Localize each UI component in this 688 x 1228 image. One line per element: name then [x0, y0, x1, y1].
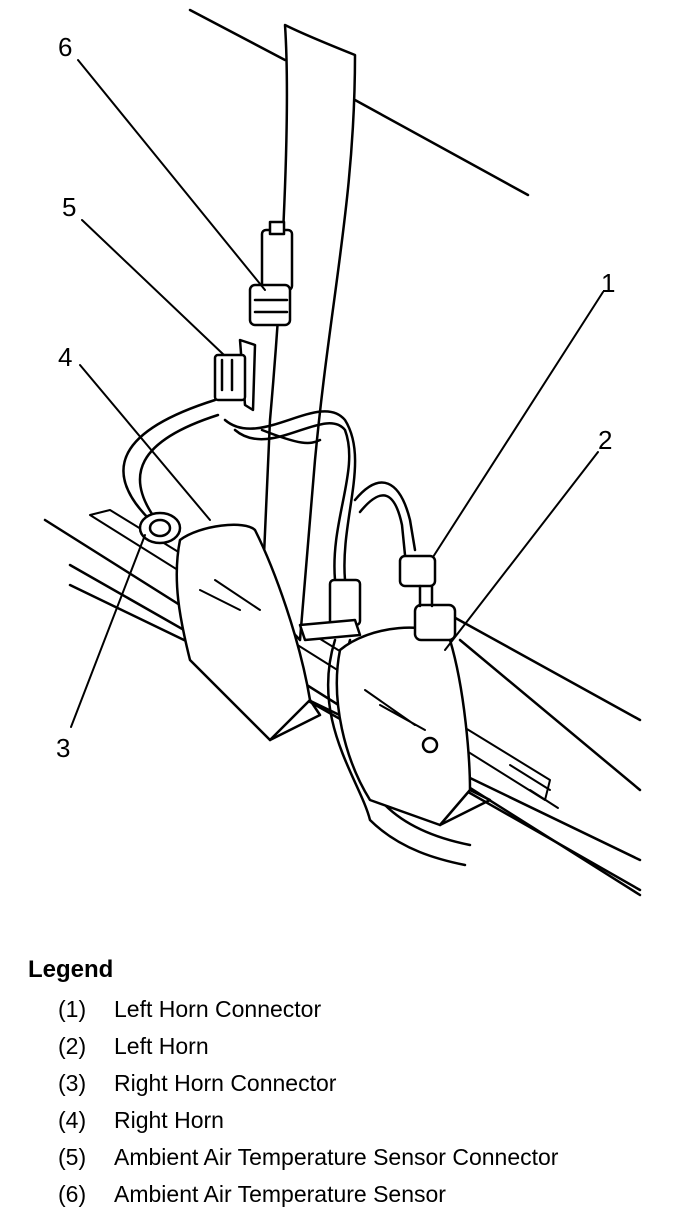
left-horn-connector — [398, 554, 457, 642]
ambient-air-temperature-sensor-connector — [213, 353, 247, 402]
legend-item-label: Right Horn Connector — [114, 1070, 337, 1096]
legend-item-number: (4) — [58, 1107, 87, 1133]
legend-item: (6) Ambient Air Temperature Sensor — [58, 1176, 678, 1213]
right-horn — [175, 523, 322, 742]
left-horn — [335, 626, 492, 827]
leader-line-6 — [77, 59, 266, 291]
legend-item-label: Ambient Air Temperature Sensor Connector — [114, 1144, 559, 1170]
callout-3: 3 — [56, 733, 70, 763]
leader-line-2 — [444, 451, 599, 651]
legend-item-number: (6) — [58, 1181, 87, 1207]
legend-item: (3) Right Horn Connector — [58, 1065, 678, 1102]
frame-line — [353, 98, 530, 197]
leader-line-5 — [81, 219, 225, 356]
legend-item-label: Left Horn — [114, 1033, 209, 1059]
legend-item: (2) Left Horn — [58, 1028, 678, 1065]
legend-item-number: (3) — [58, 1070, 87, 1096]
legend-item: (4) Right Horn — [58, 1102, 678, 1139]
leader-line-3 — [70, 534, 146, 728]
legend: Legend (1) Left Horn Connector (2) Left … — [28, 955, 678, 1213]
legend-item: (5) Ambient Air Temperature Sensor Conne… — [58, 1139, 678, 1176]
legend-item-label: Ambient Air Temperature Sensor — [114, 1181, 446, 1207]
right-horn-connector — [138, 511, 182, 545]
legend-item: (1) Left Horn Connector — [58, 991, 678, 1028]
callout-4: 4 — [58, 342, 72, 372]
legend-title: Legend — [28, 956, 114, 983]
legend-item-number: (2) — [58, 1033, 87, 1059]
leader-line-4 — [79, 364, 211, 521]
center-terminal — [298, 578, 362, 642]
legend-item-label: Left Horn Connector — [114, 996, 322, 1022]
frame-line — [188, 8, 287, 62]
ambient-air-temperature-sensor — [248, 220, 294, 327]
horn-sensor-illustration: 1 2 3 4 5 6 — [43, 8, 642, 897]
callout-6: 6 — [58, 32, 72, 62]
leader-line-1 — [432, 291, 604, 558]
legend-item-label: Right Horn — [114, 1107, 224, 1133]
legend-item-number: (1) — [58, 996, 87, 1022]
callout-1: 1 — [601, 268, 615, 298]
callout-5: 5 — [62, 192, 76, 222]
callout-2: 2 — [598, 425, 612, 455]
legend-item-number: (5) — [58, 1144, 87, 1170]
